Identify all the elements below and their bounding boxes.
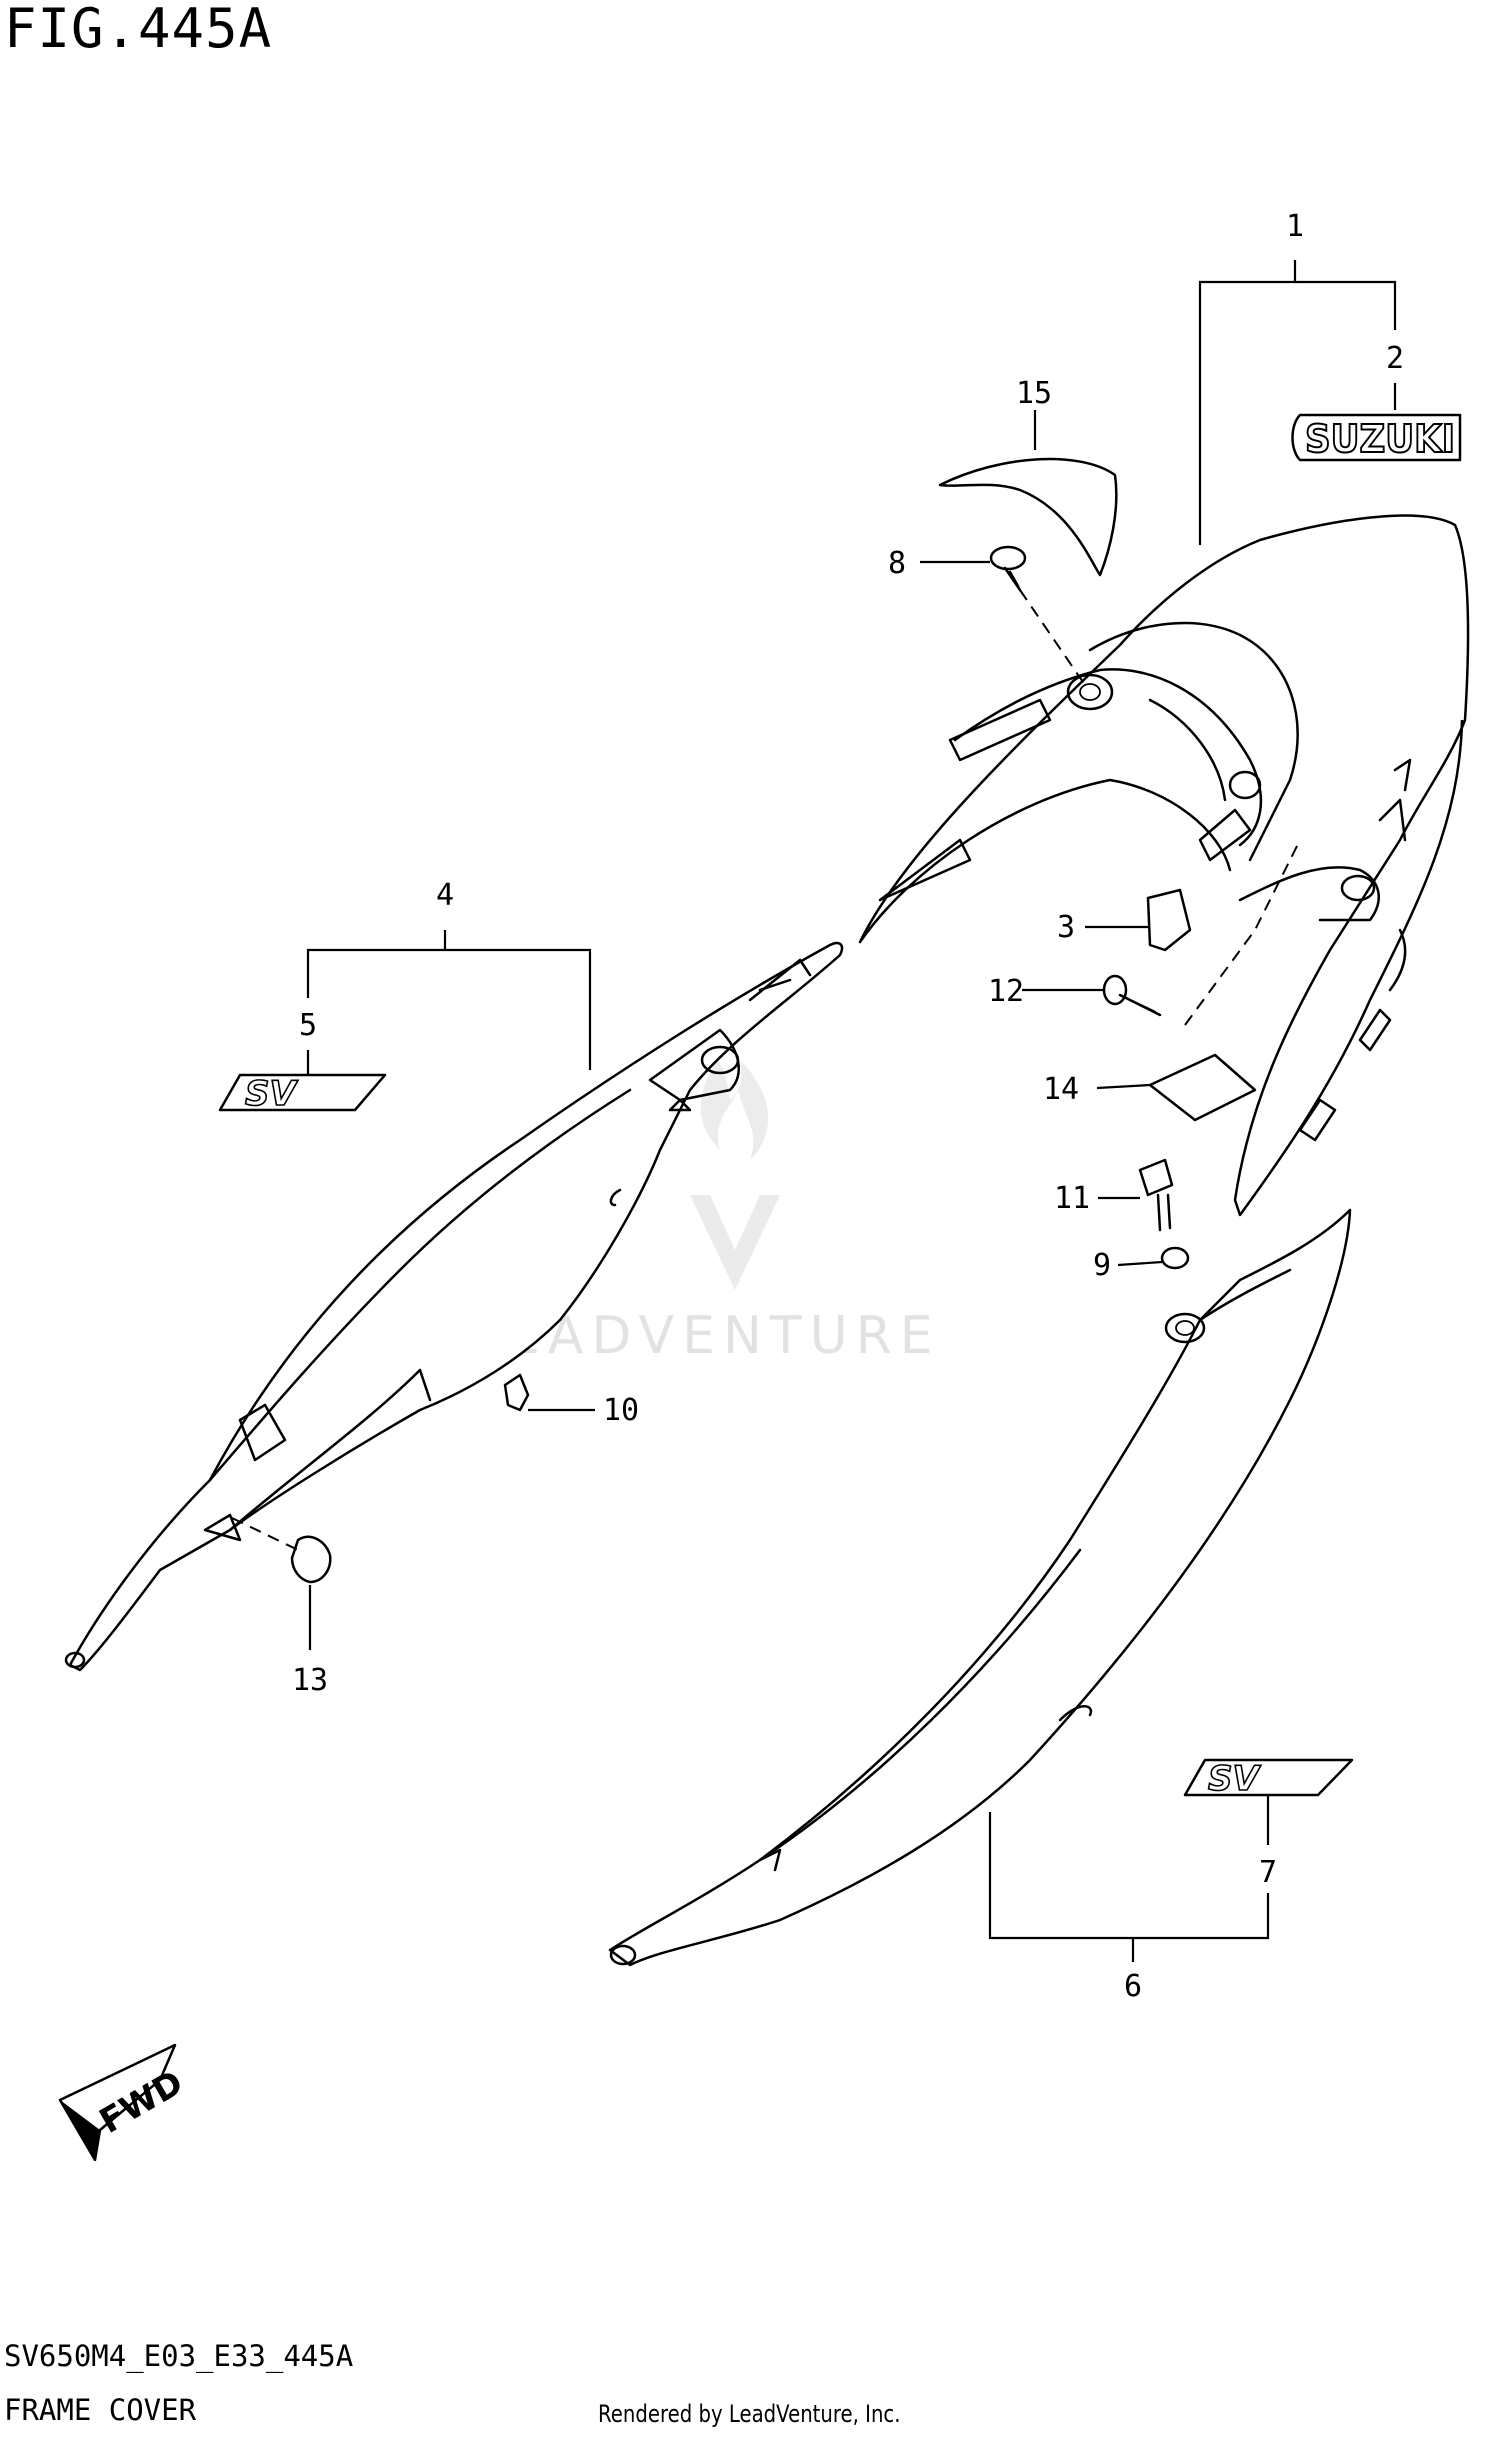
bolt-11 bbox=[1138, 1158, 1174, 1232]
callout-1: 1 bbox=[1286, 209, 1304, 244]
seat-cushion-part bbox=[938, 457, 1118, 577]
callout-7: 7 bbox=[1259, 1855, 1277, 1890]
nut-9 bbox=[1160, 1246, 1190, 1270]
sv-decal-left-text: SV bbox=[245, 1074, 298, 1114]
callout-5: 5 bbox=[299, 1008, 317, 1043]
callout-6: 6 bbox=[1124, 1969, 1142, 2004]
left-frame-cover bbox=[64, 941, 844, 1672]
rivet-10 bbox=[503, 1373, 530, 1412]
diagram-code: SV650M4_E03_E33_445A bbox=[4, 2339, 354, 2373]
callout-labels: 1 2 3 4 5 6 7 8 9 10 11 12 13 14 15 bbox=[292, 209, 1404, 2004]
leader-lines bbox=[306, 260, 1397, 1962]
sv-decal-right-text: SV bbox=[1208, 1759, 1261, 1799]
callout-10: 10 bbox=[603, 1393, 639, 1428]
callout-2: 2 bbox=[1386, 341, 1404, 376]
callout-4: 4 bbox=[436, 878, 454, 913]
callout-14: 14 bbox=[1043, 1072, 1079, 1107]
callout-15: 15 bbox=[1016, 376, 1052, 411]
callout-11: 11 bbox=[1054, 1181, 1090, 1216]
callout-12: 12 bbox=[988, 974, 1024, 1009]
section-name: FRAME COVER bbox=[4, 2393, 197, 2427]
screw-8 bbox=[989, 545, 1027, 592]
callout-9: 9 bbox=[1093, 1248, 1111, 1283]
suzuki-decal: SUZUKI bbox=[1291, 413, 1462, 462]
rear-tail-cover bbox=[858, 514, 1470, 1217]
forward-arrow-icon: FWD bbox=[58, 2043, 190, 2162]
render-credit: Rendered by LeadVenture, Inc. bbox=[598, 2400, 901, 2428]
callout-3: 3 bbox=[1057, 910, 1075, 945]
right-frame-cover bbox=[608, 1208, 1352, 1967]
rubber-cushion-3 bbox=[1146, 888, 1192, 952]
suzuki-decal-text: SUZUKI bbox=[1305, 417, 1455, 461]
sv-decal-left: SV bbox=[218, 1073, 387, 1115]
grommet-13 bbox=[290, 1535, 332, 1584]
figure-title: FIG.445A bbox=[4, 0, 273, 60]
watermark-logo bbox=[690, 1060, 780, 1290]
callout-13: 13 bbox=[292, 1663, 328, 1698]
screw-12 bbox=[1102, 974, 1162, 1017]
pad-14 bbox=[1148, 1053, 1257, 1122]
sv-decal-right: SV bbox=[1183, 1758, 1354, 1800]
callout-8: 8 bbox=[888, 546, 906, 581]
